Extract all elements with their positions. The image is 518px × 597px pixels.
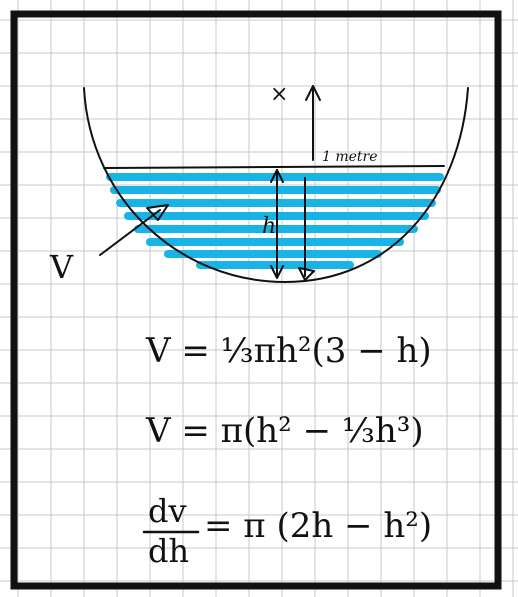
equation-derivative-denominator: dh: [148, 532, 189, 570]
bowl-outline: [83, 87, 469, 283]
water-surface-line: [103, 165, 445, 169]
center-mark: ×: [270, 82, 288, 107]
height-label: h: [262, 214, 276, 239]
radius-label: 1 metre: [322, 149, 378, 165]
volume-pointer-head: [146, 204, 169, 221]
height-arrow-head-top: [270, 169, 284, 183]
depth-arrow-head: [298, 267, 315, 281]
equation-derivative-rhs: = π (2h − h²): [204, 506, 432, 546]
volume-pointer-shaft: [99, 209, 161, 256]
volume-label: V: [49, 248, 74, 286]
equation-volume-2: V = π(h² − ⅓h³): [145, 411, 424, 451]
radius-arrow-head: [305, 85, 321, 101]
equation-derivative-numerator: dv: [148, 492, 187, 530]
page-border: [10, 10, 502, 590]
height-arrow-head-bottom: [270, 265, 284, 279]
equation-volume-1: V = ⅓πh²(3 − h): [145, 331, 432, 371]
